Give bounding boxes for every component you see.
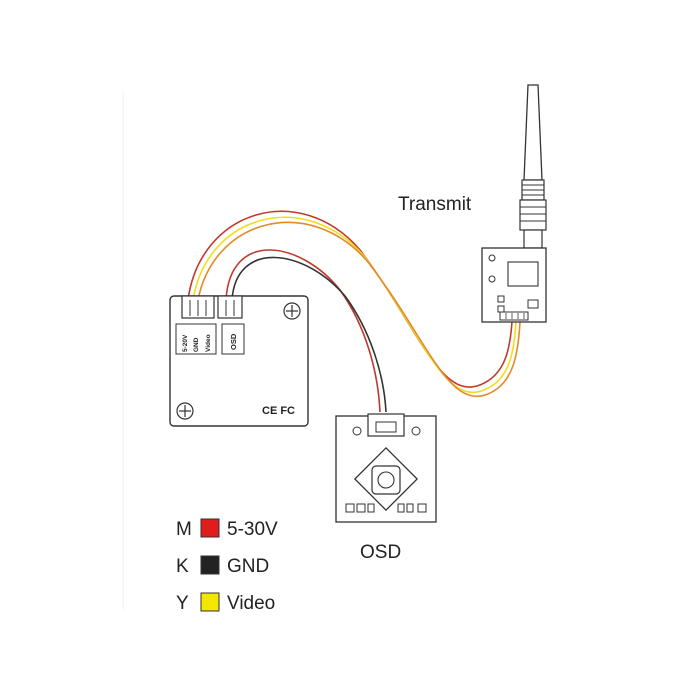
wire-bundle-camera-to-osd [225, 249, 387, 413]
osd-board [335, 413, 437, 523]
osd-connector [217, 295, 243, 319]
transmit-label: Transmit [398, 194, 472, 215]
joystick-icon [353, 446, 419, 512]
legend-prefix: K [176, 556, 189, 577]
legend-item-video: Y Video [176, 592, 275, 614]
osd-port-label: OSD [229, 333, 238, 350]
osd-pads [345, 503, 427, 513]
pin-label-video: Video [205, 334, 212, 352]
wire-orange [197, 221, 521, 397]
wire-legend: M 5-30V K GND Y Video [176, 518, 278, 614]
antenna-connector [519, 199, 547, 231]
wire-bundle-camera-to-transmitter [187, 210, 521, 397]
legend-text: GND [227, 556, 269, 577]
legend-text: 5-30V [227, 519, 278, 540]
legend-swatch-black [200, 555, 220, 575]
pin-label-gnd: GND [193, 337, 200, 352]
transmitter [481, 84, 547, 323]
osd-port-label-box [221, 323, 245, 355]
pin-label-box [175, 323, 217, 355]
transmitter-connector [499, 311, 529, 321]
osd-label: OSD [360, 542, 401, 563]
legend-text: Video [227, 593, 275, 614]
mounting-hole-icon [176, 402, 194, 420]
legend-item-gnd: K GND [176, 555, 269, 577]
pin-label-power: 5-20V [182, 334, 189, 352]
legend-prefix: M [176, 519, 192, 540]
antenna-icon [523, 84, 543, 181]
transmitter-chip [507, 261, 539, 287]
legend-item-power: M 5-30V [176, 518, 278, 540]
legend-prefix: Y [176, 593, 189, 614]
legend-swatch-yellow [200, 592, 220, 612]
wire-black-osd [231, 256, 387, 413]
camera-board: 5-20V GND Video OSD CE FC [169, 295, 309, 427]
mounting-hole-icon [283, 302, 301, 320]
legend-swatch-red [200, 518, 220, 538]
certification-mark: CE FC [262, 405, 295, 417]
